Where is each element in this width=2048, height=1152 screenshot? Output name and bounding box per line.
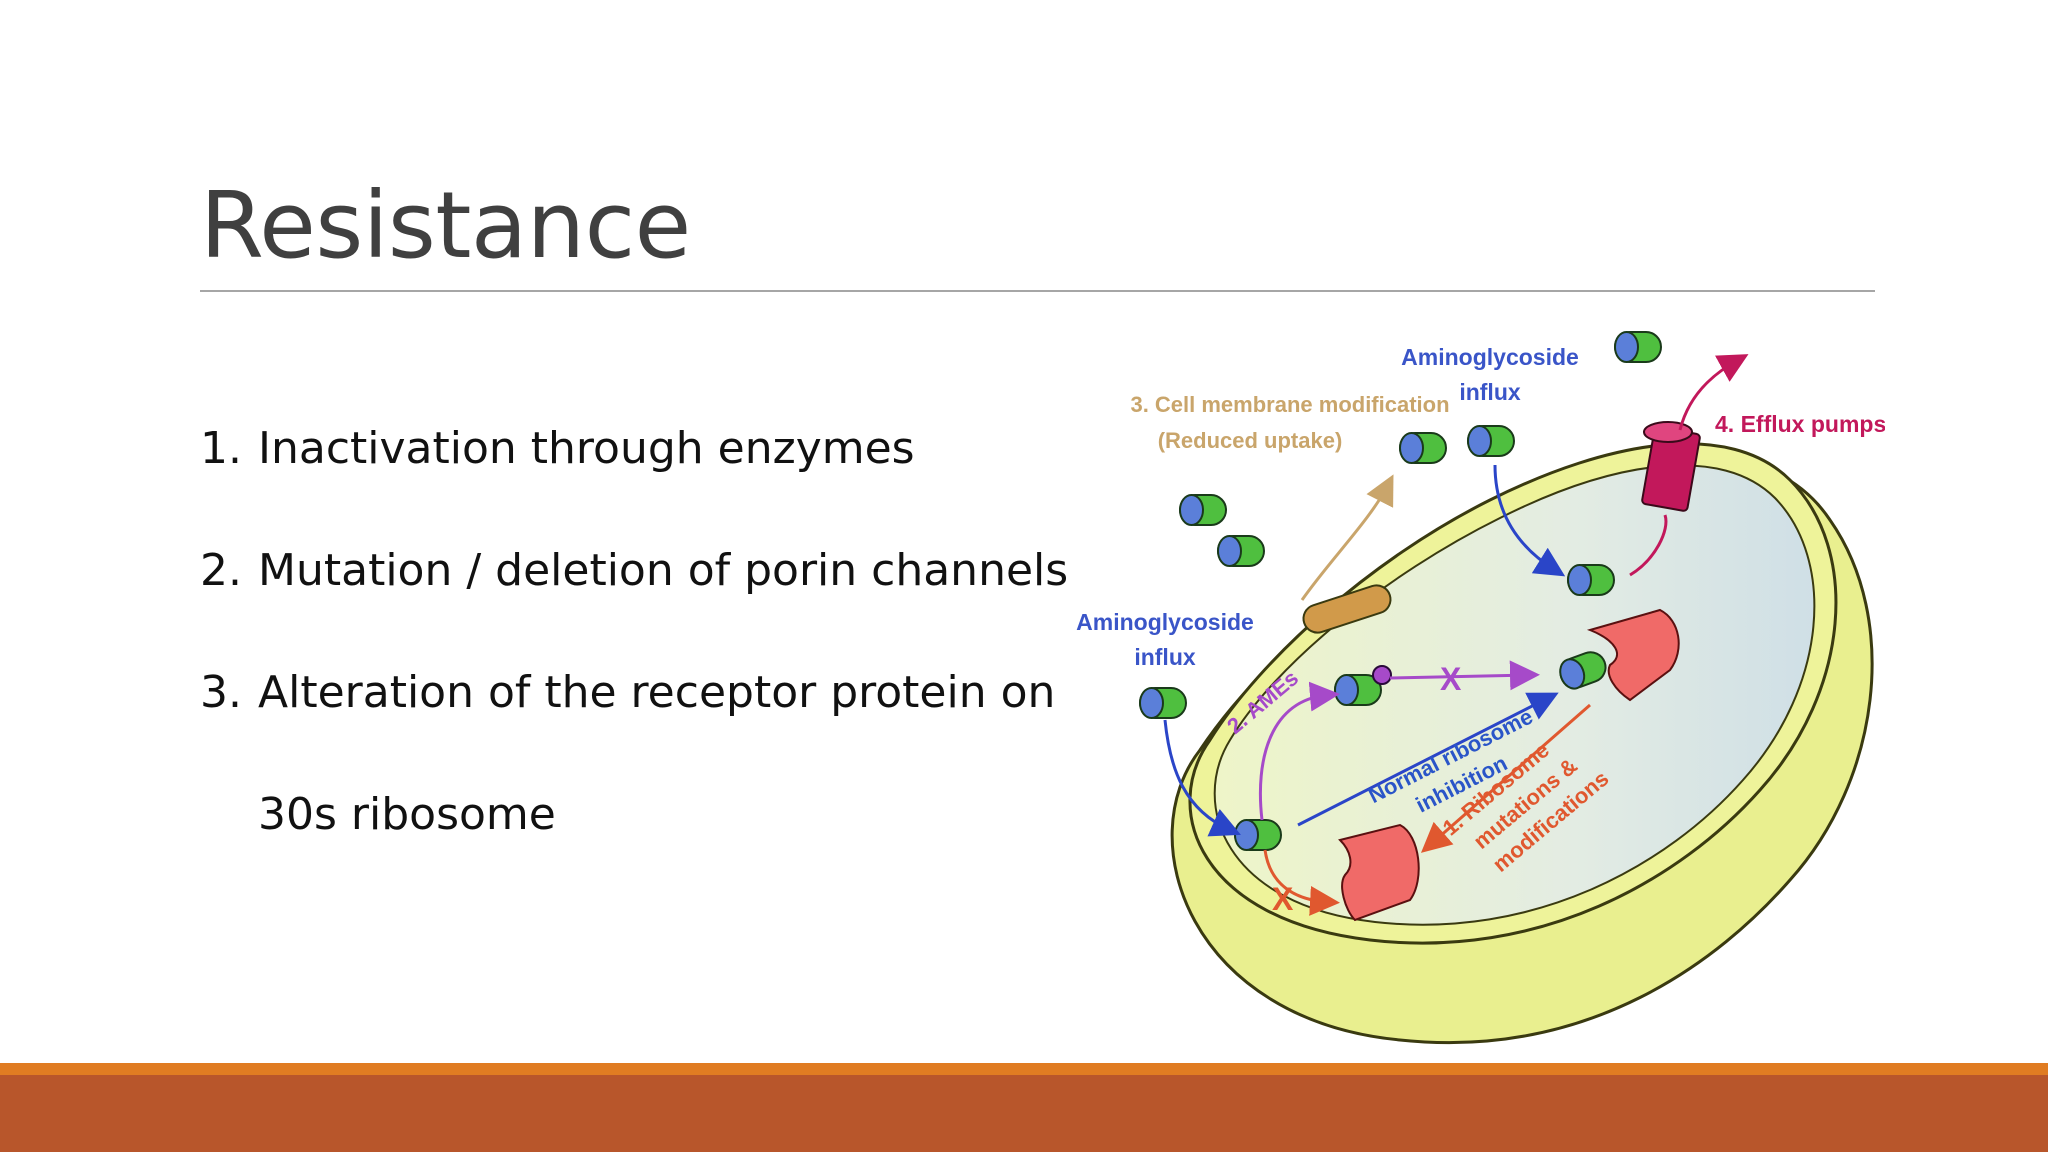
footer-accent-stripe (0, 1063, 2048, 1075)
slide-title: Resistance (200, 172, 691, 279)
list-item-text: Inactivation through enzymes (258, 423, 915, 474)
ribosome-bottom (1338, 823, 1420, 922)
ribosome-top (1586, 608, 1680, 702)
list-item-number: 3. (200, 667, 242, 718)
efflux-label: 4. Efflux pumps (1715, 411, 1885, 437)
blocked-x-bottom: X (1272, 881, 1294, 917)
drug-capsule (1179, 494, 1227, 526)
blocked-x-top: X (1440, 661, 1462, 697)
title-divider (200, 290, 1875, 292)
influx-label-top-line1: Aminoglycoside (1401, 344, 1579, 370)
drug-capsule (1217, 535, 1265, 567)
influx-label-top-line2: influx (1459, 379, 1521, 405)
list-item-text: Mutation / deletion of porin channels (258, 545, 1069, 596)
influx-label-left-line2: influx (1134, 644, 1196, 670)
resistance-diagram-svg: X X Aminoglycoside influx 3. Cell membra… (1076, 331, 1885, 1045)
porin-channel (1302, 584, 1392, 634)
influx-arrow-top (1493, 464, 1566, 577)
blocked-arrow-top (1389, 660, 1540, 691)
influx-arrow-left (1163, 719, 1241, 837)
list-item-number: 1. (200, 423, 242, 474)
drug-capsule (1467, 425, 1515, 457)
drug-capsule (1614, 331, 1662, 363)
membrane-label-line1: 3. Cell membrane modification (1130, 392, 1449, 417)
list-item: 30s ribosome (200, 754, 1080, 876)
membrane-label-line2: (Reduced uptake) (1158, 428, 1343, 453)
drug-capsule (1234, 819, 1282, 851)
list-item: 1. Inactivation through enzymes (200, 388, 1080, 510)
list-item-text: Alteration of the receptor protein on (258, 667, 1056, 718)
normal-inhibition-arrow (1297, 692, 1559, 827)
list-item: 3. Alteration of the receptor protein on (200, 632, 1080, 754)
list-item-number: 2. (200, 545, 242, 596)
resistance-diagram: X X Aminoglycoside influx 3. Cell membra… (1070, 320, 1885, 1050)
drug-capsule (1567, 564, 1615, 596)
bullet-list: 1. Inactivation through enzymes 2. Mutat… (200, 388, 1080, 876)
drug-capsule (1139, 687, 1187, 719)
mutation-arrow (1420, 703, 1591, 853)
drug-capsule (1399, 432, 1447, 464)
list-item-text: 30s ribosome (258, 789, 556, 840)
list-item: 2. Mutation / deletion of porin channels (200, 510, 1080, 632)
drug-capsule (1559, 651, 1607, 690)
uptake-arrow (1300, 474, 1394, 601)
ames-arrow (1258, 681, 1340, 821)
footer-bar (0, 1075, 2048, 1152)
efflux-arrow (1629, 360, 1738, 577)
blocked-arrow-bottom (1263, 849, 1340, 916)
influx-label-left-line1: Aminoglycoside (1076, 609, 1254, 635)
